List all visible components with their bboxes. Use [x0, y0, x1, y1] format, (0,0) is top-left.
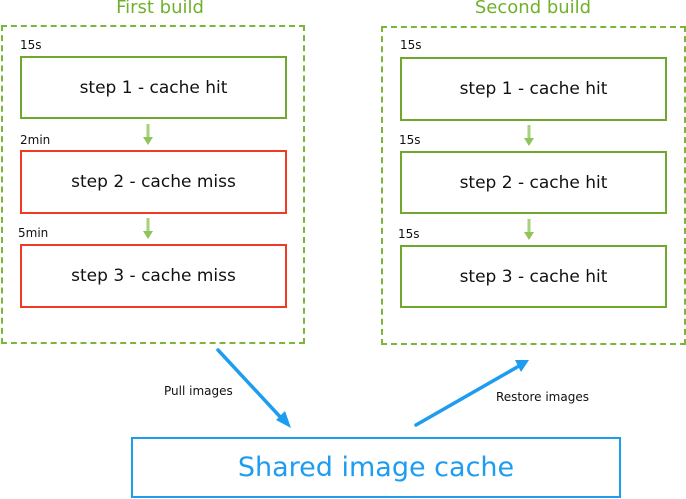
down-arrow-icon — [143, 124, 153, 145]
step-time: 15s — [20, 38, 42, 52]
step-time: 15s — [398, 227, 420, 241]
step-time: 5min — [18, 226, 49, 240]
second-build-step-3: step 3 - cache hit — [400, 245, 667, 308]
first-build-step-2: step 2 - cache miss — [20, 150, 287, 214]
first-build-step-1: step 1 - cache hit — [20, 56, 287, 119]
shared-image-cache: Shared image cache — [131, 437, 621, 498]
second-build-step-2: step 2 - cache hit — [400, 151, 667, 214]
first-build-container — [1, 25, 305, 344]
second-build-step-1: step 1 - cache hit — [400, 57, 667, 121]
down-arrow-icon — [143, 218, 153, 239]
down-arrow-icon — [524, 125, 534, 146]
second-build-title: Second build — [474, 0, 592, 18]
down-arrow-icon — [524, 219, 534, 240]
first-build-title: First build — [116, 0, 204, 18]
second-build-container — [381, 26, 686, 345]
pull-images-label: Pull images — [164, 384, 233, 398]
step-time: 15s — [400, 38, 422, 52]
step-time: 2min — [20, 133, 51, 147]
first-build-step-3: step 3 - cache miss — [20, 244, 287, 308]
step-time: 15s — [399, 133, 421, 147]
restore-images-label: Restore images — [496, 390, 589, 404]
shared-image-cache-label: Shared image cache — [237, 452, 515, 483]
